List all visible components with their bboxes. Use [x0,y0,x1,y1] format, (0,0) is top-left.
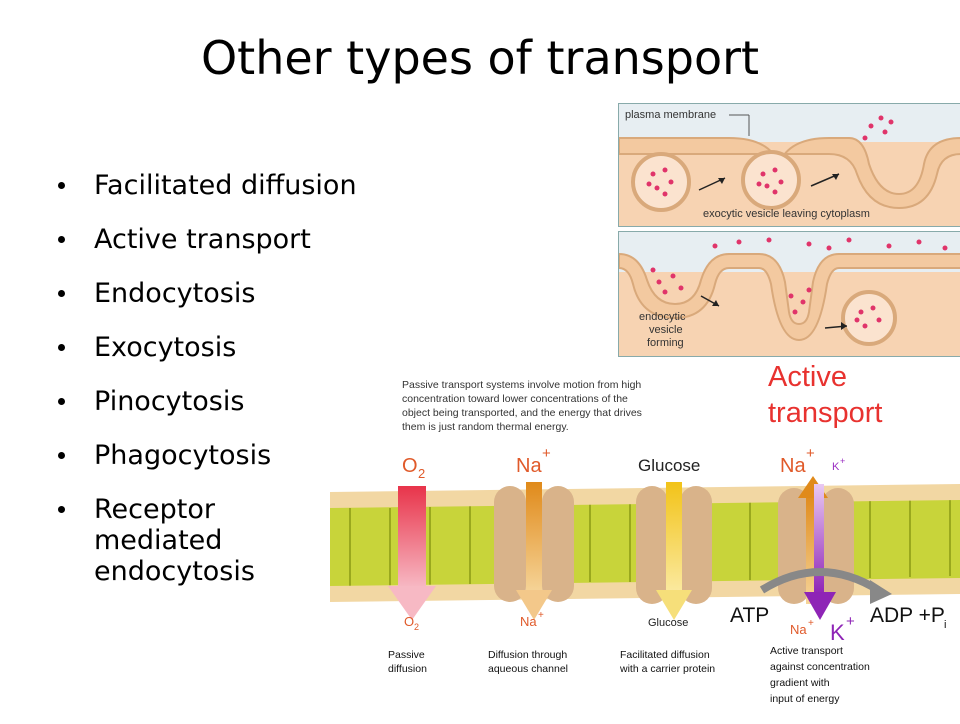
bullet-dot [58,398,65,405]
caption-channel-1: Diffusion through [488,649,567,661]
endocytosis-figure: endocytic vesicle forming [618,231,960,357]
bullet-item: Exocytosis [58,332,357,363]
o2-diffusion-arrow [388,486,436,620]
bullet-item: Active transport [58,224,357,255]
caption-active-4: input of energy [770,693,840,705]
bullet-dot [58,236,65,243]
active-heading-line-1: Active [768,361,847,393]
passive-note-line-4: them is just random thermal energy. [402,421,569,433]
bullet-list: Facilitated diffusion Active transport E… [58,170,357,610]
bullet-item: Phagocytosis [58,440,357,471]
bottom-label-na-2: Na [790,622,807,637]
top-label-k: K [832,461,840,473]
top-label-glucose: Glucose [638,456,700,475]
adp-sub-label: i [944,619,946,631]
bullet-item: Facilitated diffusion [58,170,357,201]
top-label-na: Na [516,455,542,477]
bullet-dot [58,290,65,297]
bullet-text: Pinocytosis [94,386,245,417]
bullet-text: Receptor mediated endocytosis [94,494,255,587]
caption-carrier-2: with a carrier protein [619,663,715,675]
active-heading-line-2: transport [768,397,882,429]
slide-title: Other types of transport [200,31,760,85]
caption-passive-1: Passive [388,649,425,661]
bottom-label-o2: O [404,614,414,629]
bullet-text: Endocytosis [94,278,256,309]
endocytosis-caption-1: endocytic [639,311,686,323]
exocytosis-figure: plasma membrane exocytic vesicle leaving… [618,103,960,227]
bullet-item: Receptor mediated endocytosis [58,494,304,587]
plasma-membrane-label: plasma membrane [625,109,716,121]
passive-note-line-3: object being transported, and the energy… [402,407,642,419]
caption-carrier-1: Facilitated diffusion [620,649,710,661]
membrane-transport-diagram: Passive transport systems involve motion… [330,358,960,720]
caption-channel-2: aqueous channel [488,663,568,675]
bullet-dot [58,344,65,351]
bottom-label-na: Na [520,614,537,629]
caption-active-3: gradient with [770,677,830,689]
top-label-k-sup: + [840,456,845,466]
bottom-label-k-sup: + [846,613,855,630]
exocytosis-illustration: plasma membrane exocytic vesicle leaving… [619,104,960,220]
endocytosis-caption-3: forming [647,337,684,349]
membrane-transport-illustration: Passive transport systems involve motion… [330,361,960,705]
bullet-dot [58,182,65,189]
top-label-o2: O [402,455,418,477]
endocytosis-caption-2: vesicle [649,324,683,336]
passive-note-line-1: Passive transport systems involve motion… [402,379,641,391]
top-label-na-sup: + [542,445,551,462]
caption-active-2: against concentration [770,661,870,673]
bullet-text: Phagocytosis [94,440,272,471]
bullet-text: Exocytosis [94,332,237,363]
glucose-carrier [636,482,712,620]
bottom-label-na-2-sup: + [808,618,814,629]
bottom-label-na-sup: + [538,610,544,621]
caption-active-1: Active transport [770,645,843,657]
bottom-label-o2-sub: 2 [414,622,419,632]
bullet-dot [58,506,65,513]
endocytosis-illustration: endocytic vesicle forming [619,232,960,349]
bullet-item: Endocytosis [58,278,357,309]
bullet-item: Pinocytosis [58,386,357,417]
bullet-dot [58,452,65,459]
sodium-potassium-pump [759,476,892,620]
bottom-label-k: K [830,620,845,645]
caption-passive-2: diffusion [388,663,427,675]
bottom-label-glucose: Glucose [648,617,688,629]
top-label-na-2-sup: + [806,445,815,462]
adp-label: ADP +P [870,604,945,627]
top-label-o2-sub: 2 [418,466,425,481]
exocytosis-caption: exocytic vesicle leaving cytoplasm [703,208,870,220]
top-label-na-2: Na [780,455,806,477]
atp-label: ATP [730,604,769,627]
sodium-channel [494,482,574,620]
passive-note-line-2: concentration toward lower concentration… [402,393,628,405]
bullet-text: Facilitated diffusion [94,170,357,201]
bullet-text: Active transport [94,224,311,255]
